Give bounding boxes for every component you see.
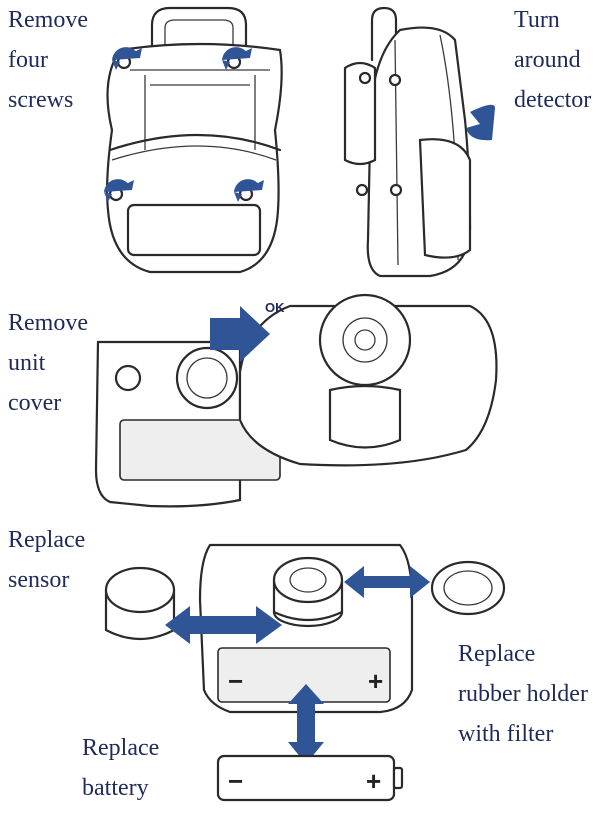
- label-replace-rubber-holder: Replace rubber holder with filter: [458, 634, 588, 754]
- label-line: cover: [8, 390, 62, 416]
- label-line: rubber holder: [458, 681, 588, 707]
- detector-side-view: [343, 6, 495, 278]
- label-line: Remove: [8, 7, 88, 33]
- label-line: Replace: [8, 527, 86, 553]
- replacement-view: − + − +: [104, 543, 506, 802]
- side-clip: [370, 6, 398, 72]
- label-line: screws: [8, 87, 74, 113]
- sensor-replacement: [104, 566, 176, 640]
- label-plate: [126, 203, 262, 257]
- double-arrow-icon: [165, 606, 282, 644]
- label-line: around: [514, 47, 581, 73]
- double-arrow-icon: [344, 566, 430, 598]
- turn-arrow-icon: [466, 104, 495, 141]
- label-line: Replace: [82, 735, 160, 761]
- curved-rotate-arrow-icon: [104, 47, 264, 202]
- label-line: unit: [8, 350, 46, 376]
- label-line: with filter: [458, 721, 554, 747]
- label-replace-sensor: Replace sensor: [8, 520, 85, 600]
- label-line: detector: [514, 87, 592, 113]
- plus-sign: +: [368, 666, 383, 696]
- opened-unit: OK: [94, 293, 498, 508]
- plus-sign: +: [366, 766, 381, 796]
- body-ridge: [108, 133, 282, 152]
- detector-back-view: [104, 6, 283, 274]
- push-arrow-icon: [210, 306, 270, 362]
- minus-sign: −: [228, 766, 243, 796]
- label-line: Remove: [8, 310, 88, 336]
- label-line: battery: [82, 775, 149, 801]
- minus-sign: −: [228, 666, 243, 696]
- label-line: four: [8, 47, 48, 73]
- ok-button-label: OK: [265, 300, 285, 315]
- label-line: Turn: [514, 7, 560, 33]
- screw-icon: [355, 71, 403, 197]
- label-remove-four-screws: Remove four screws: [8, 0, 88, 120]
- sensor-grille: [318, 293, 412, 387]
- double-arrow-icon: [288, 684, 324, 764]
- label-line: sensor: [8, 567, 70, 593]
- label-replace-battery: Replace battery: [82, 728, 159, 808]
- label-line: Replace: [458, 641, 536, 667]
- label-remove-unit-cover: Remove unit cover: [8, 303, 88, 423]
- rubber-holder: [430, 560, 506, 616]
- sensor-installed: [272, 556, 344, 628]
- label-turn-around-detector: Turn around detector: [514, 0, 591, 120]
- detector-clip: [150, 6, 248, 62]
- battery: − +: [216, 754, 404, 802]
